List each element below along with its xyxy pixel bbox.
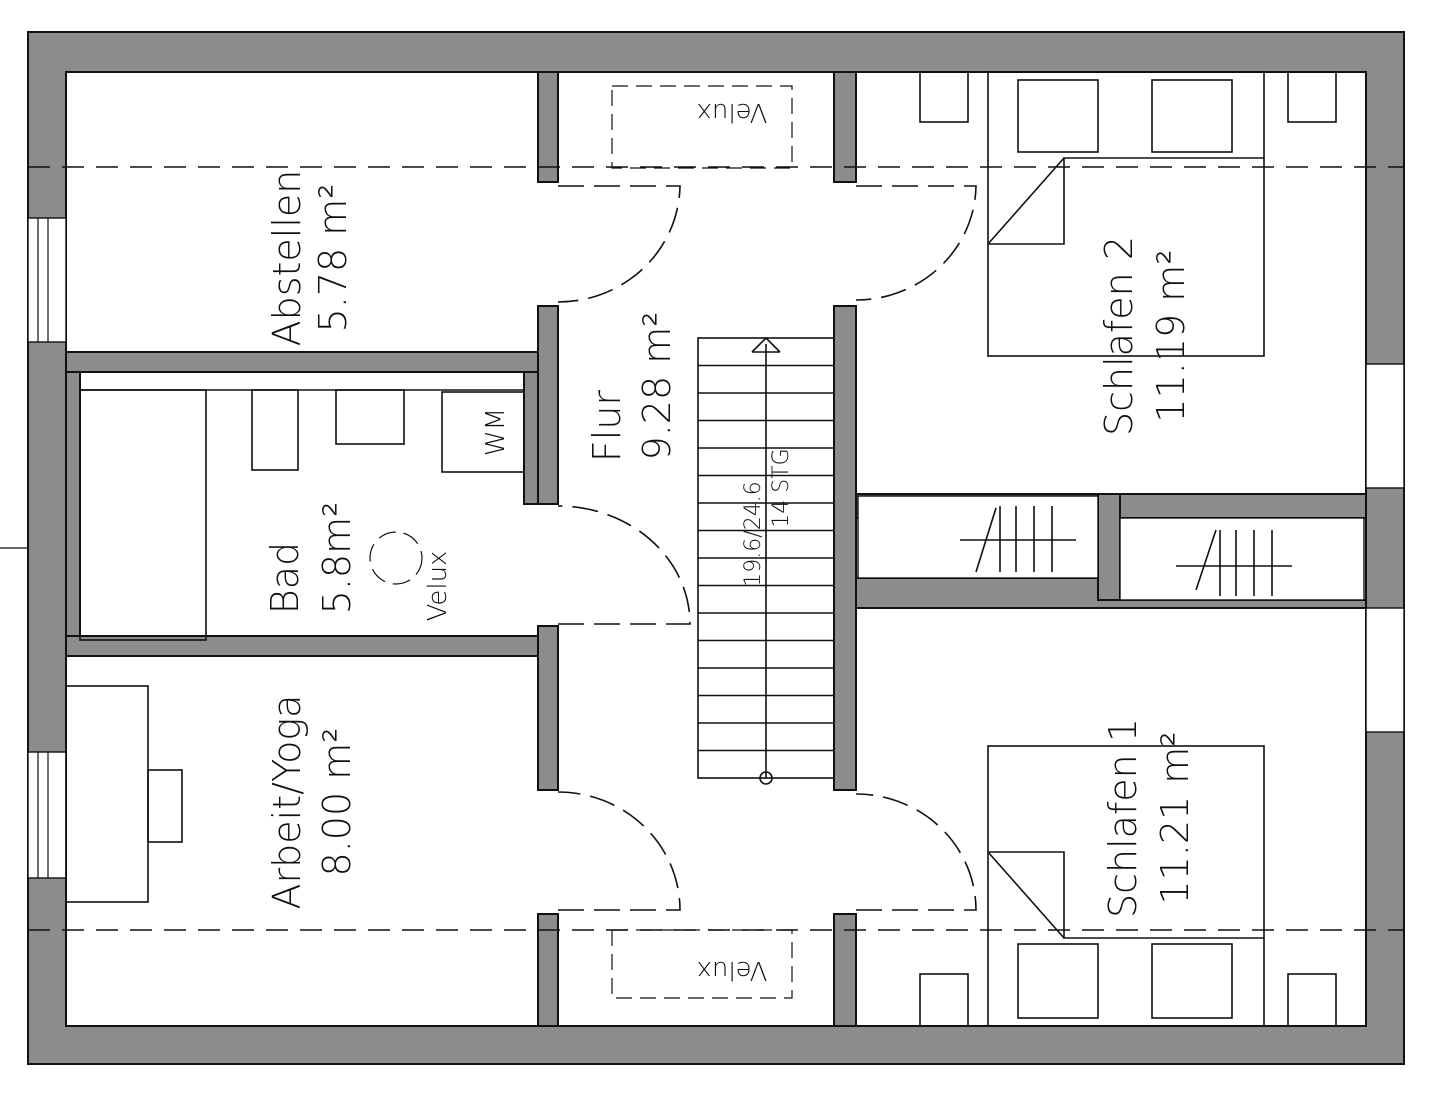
blanket-s2 xyxy=(987,157,1264,245)
velux-top-frame xyxy=(611,85,793,169)
wall-flur-right-2 xyxy=(833,305,857,791)
room-area-schlafen2: 11.19 m² xyxy=(1149,249,1193,422)
wall-flur-right-3 xyxy=(833,913,857,1027)
wall-bad-lower xyxy=(65,635,539,657)
window-left-lower xyxy=(27,751,67,879)
door-schlafen1 xyxy=(855,793,977,911)
wall-flur-right-1 xyxy=(833,71,857,183)
wall-flur-left-3 xyxy=(523,371,539,505)
room-area-flur: 9.28 m² xyxy=(635,312,679,461)
wall-flur-left-1 xyxy=(537,71,559,183)
room-name-schlafen2: Schlafen 2 xyxy=(1097,236,1141,436)
pillow-s1-right xyxy=(1151,943,1233,1019)
door-arbeit xyxy=(557,791,681,911)
door-bad xyxy=(557,505,691,625)
door-schlafen2 xyxy=(855,185,977,301)
wall-flur-left-2 xyxy=(537,305,559,505)
nightstand-s1-right xyxy=(1287,973,1337,1027)
wall-flur-left-4 xyxy=(537,625,559,791)
nightstand-s2-right xyxy=(1287,71,1337,123)
velux-label-top: Velux xyxy=(697,97,768,127)
washing-machine-box xyxy=(441,391,525,473)
bed-s1 xyxy=(987,745,1265,1027)
room-name-bad: Bad xyxy=(263,542,307,614)
bed-s2 xyxy=(987,71,1265,357)
stair-steps: 14 STG xyxy=(769,448,794,527)
window-right-lower xyxy=(1365,607,1405,733)
room-name-arbeit: Arbeit/Yoga xyxy=(265,695,309,910)
chair xyxy=(147,769,183,843)
velux-label-bottom: Velux xyxy=(697,955,768,985)
wardrobe-hangers-left xyxy=(960,506,1076,573)
nightstand-s2-left xyxy=(919,71,969,123)
window-left-upper xyxy=(27,217,67,343)
wall-wardrobe-inner xyxy=(1097,493,1121,601)
room-area-bad: 5.8m² xyxy=(315,502,359,615)
sink xyxy=(335,389,405,445)
blanket-s1 xyxy=(987,851,1264,939)
wall-bad-left xyxy=(65,371,81,637)
window-right-upper xyxy=(1365,363,1405,489)
room-area-arbeit: 8.00 m² xyxy=(315,728,359,877)
wall-bad-enclosure xyxy=(65,351,539,373)
wardrobe-hangers-right xyxy=(1176,529,1292,596)
velux-bad-circle xyxy=(369,531,423,585)
room-name-schlafen1: Schlafen 1 xyxy=(1101,718,1145,918)
room-area-abstellen: 5.78 m² xyxy=(311,184,355,333)
room-name-flur: Flur xyxy=(585,390,629,462)
door-abstellen xyxy=(557,185,681,303)
velux-label-bad: Velux xyxy=(423,551,453,622)
pillow-s2-right xyxy=(1151,79,1233,153)
pillow-s1-left xyxy=(1017,943,1099,1019)
desk xyxy=(65,685,149,903)
toilet xyxy=(251,389,299,471)
room-name-abstellen: Abstellen xyxy=(265,170,309,347)
bathtub xyxy=(79,389,207,641)
stair-dimension: 19.6/24.6 xyxy=(741,481,766,586)
wall-flur-left-5 xyxy=(537,913,559,1027)
room-area-schlafen1: 11.21 m² xyxy=(1153,731,1197,904)
nightstand-s1-left xyxy=(919,973,969,1027)
staircase xyxy=(697,336,835,785)
pillow-s2-left xyxy=(1017,79,1099,153)
wm-label: WM xyxy=(481,408,511,456)
velux-bottom-frame xyxy=(611,929,793,999)
